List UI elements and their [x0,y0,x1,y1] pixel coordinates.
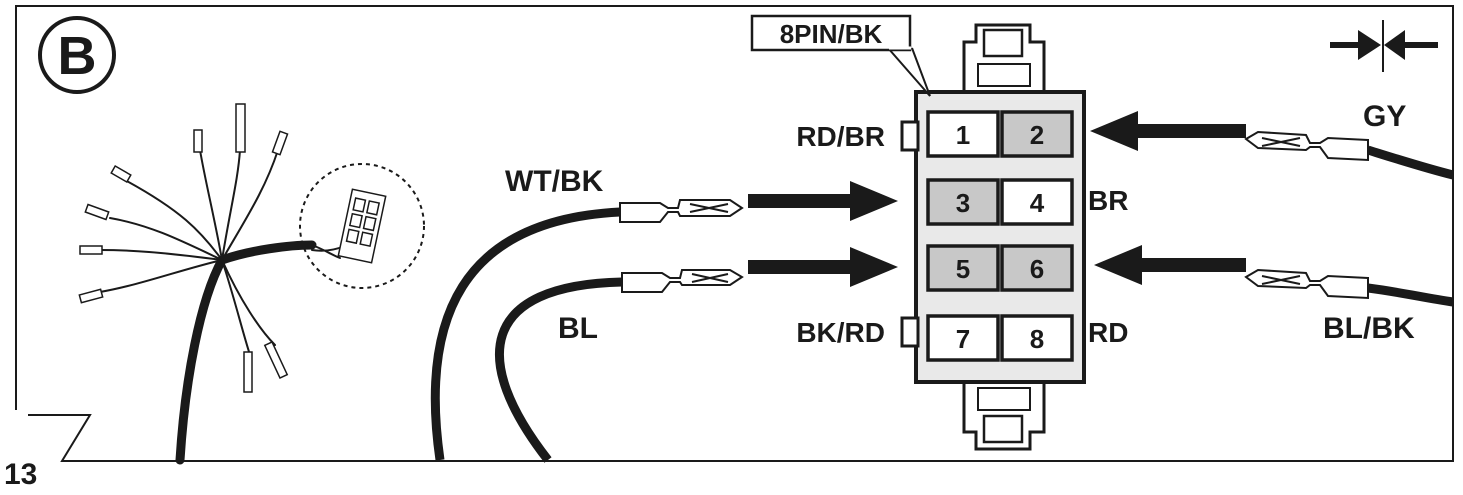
main-wires [430,145,1455,463]
wire-bl [495,277,623,463]
arrow-left-lower [1094,245,1246,285]
page-number: 13 [4,458,38,491]
pin-label-bk-rd: BK/RD [796,317,885,348]
panel-letter: B [58,26,97,86]
pin-cell-6: 6 [1000,244,1074,292]
connector-housing [900,23,1086,451]
crimp-terminal-gy [1244,130,1369,162]
arrow-right-upper [748,181,898,221]
wire-label-bl: BL [558,312,598,345]
pin-box [926,314,1000,362]
push-together-icon [1330,20,1438,72]
pin-box [926,110,1000,158]
pin-cell-3: 3 [926,178,1000,226]
pigtail-terminals [78,103,289,393]
pin-number: 2 [1030,120,1044,150]
pin-number: 4 [1030,188,1045,218]
pin-cell-4: 4 [1000,178,1074,226]
pin-number: 3 [956,188,970,218]
insert-arrows [748,111,1246,287]
pin-label-rd-br: RD/BR [796,121,885,152]
crimp-terminal-bl [621,269,744,293]
pin-box [926,178,1000,226]
crimp-terminal-blbk [1244,268,1369,300]
pin-box [1000,110,1074,158]
wire-wtbk [430,207,621,461]
pin-cell-2: 2 [1000,110,1074,158]
pin-label-br: BR [1088,185,1128,216]
arrow-right-lower [748,247,898,287]
panel-frame [15,5,1454,462]
pin-box [926,244,1000,292]
pin-cell-8: 8 [1000,314,1074,362]
pin-number: 7 [956,324,970,354]
pin-number: 8 [1030,324,1044,354]
panel-letter-badge: B [38,16,116,94]
wire-label-wt-bk: WT/BK [505,165,604,198]
pin-number: 1 [956,120,970,150]
wire-label-gy: GY [1363,100,1406,133]
connector-detail-callout [299,163,425,289]
wire-bundle [99,149,346,465]
pin-number: 5 [956,254,970,284]
wire-gy [1366,145,1455,180]
connector-title-callout: 8PIN/BK [750,14,931,97]
wire-label-bl-bk: BL/BK [1323,312,1415,345]
pin-cell-1: 1 [926,110,1000,158]
connector-title: 8PIN/BK [780,19,883,49]
pin-number: 6 [1030,254,1044,284]
arrow-left-upper [1090,111,1246,151]
pin-grid: 1 2 3 4 5 6 7 8 [926,110,1074,362]
pin-box [1000,314,1074,362]
pin-cell-7: 7 [926,314,1000,362]
pin-label-rd: RD [1088,317,1128,348]
pin-box [1000,244,1074,292]
crimp-terminal-wtbk [619,199,744,223]
wire-blbk [1367,283,1454,307]
pin-cell-5: 5 [926,244,1000,292]
pin-box [1000,178,1074,226]
